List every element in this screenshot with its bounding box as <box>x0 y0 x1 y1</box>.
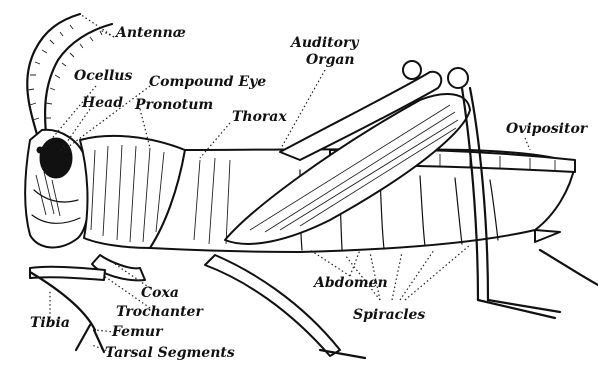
tarsal-segments-label: Tarsal Segments <box>105 346 235 360</box>
ovipositor-label: Ovipositor <box>506 122 587 136</box>
ocellus-drawing <box>37 147 43 153</box>
femur-label: Femur <box>112 325 162 339</box>
head-drawing <box>25 130 89 248</box>
pronotum-label: Pronotum <box>135 98 213 112</box>
head-label: Head <box>82 96 123 110</box>
coxa-label: Coxa <box>141 286 179 300</box>
spiracles-label: Spiracles <box>353 308 425 322</box>
middle-leg-drawing <box>205 255 365 358</box>
abdomen-label: Abdomen <box>314 276 388 290</box>
compound-eye-drawing <box>40 138 72 178</box>
tibia-label: Tibia <box>30 316 70 330</box>
auditory-organ-label-line1: Auditory <box>291 36 358 50</box>
ovipositor-drawing <box>535 230 598 285</box>
ocellus-label: Ocellus <box>74 69 132 83</box>
auditory-organ-label-line2: Organ <box>306 53 355 67</box>
thorax-label: Thorax <box>232 110 287 124</box>
antennae-label: Antennæ <box>116 26 186 40</box>
compound-eye-label: Compound Eye <box>149 75 266 89</box>
trochanter-label: Trochanter <box>116 305 203 319</box>
